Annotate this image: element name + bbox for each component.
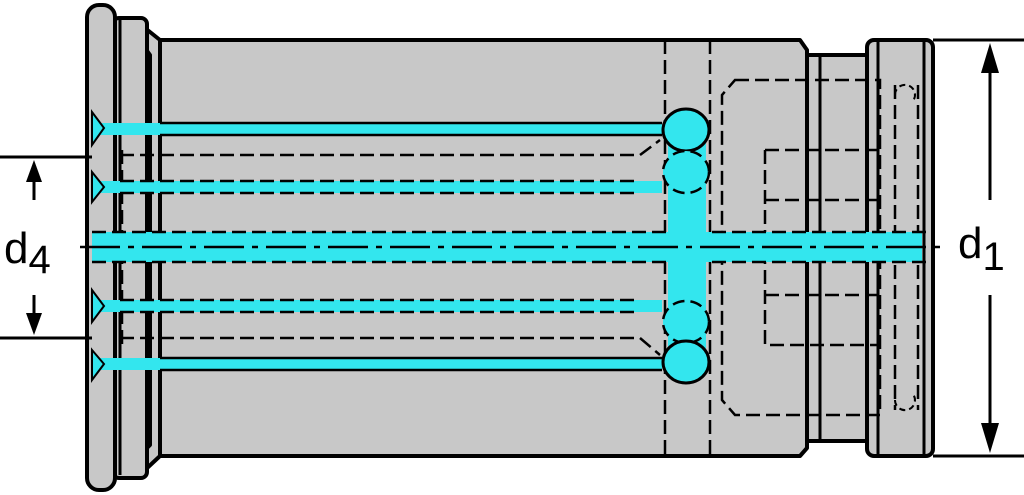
coolant-inlet-1 — [91, 109, 106, 149]
dimension-label-d1: d1 — [958, 219, 1005, 279]
dimension-d1 — [933, 38, 1024, 458]
coolant-inlet-4 — [91, 347, 106, 383]
dimension-label-d4: d4 — [4, 224, 51, 282]
coolant-inlet-3 — [91, 287, 106, 325]
coolant-inlet-2 — [91, 169, 106, 205]
ring-details — [893, 83, 916, 412]
coolant-channel-2 — [92, 181, 662, 193]
coolant-channel-1 — [92, 123, 662, 135]
dimension-d4 — [0, 155, 92, 340]
coolant-channel-5 — [92, 358, 662, 370]
coolant-ball-1 — [661, 107, 711, 153]
coolant-channel-4 — [92, 300, 662, 312]
coolant-ball-3 — [661, 299, 711, 345]
coolant-channels — [91, 107, 930, 385]
coolant-ball-2 — [661, 149, 711, 195]
coolant-ball-4 — [661, 339, 711, 385]
